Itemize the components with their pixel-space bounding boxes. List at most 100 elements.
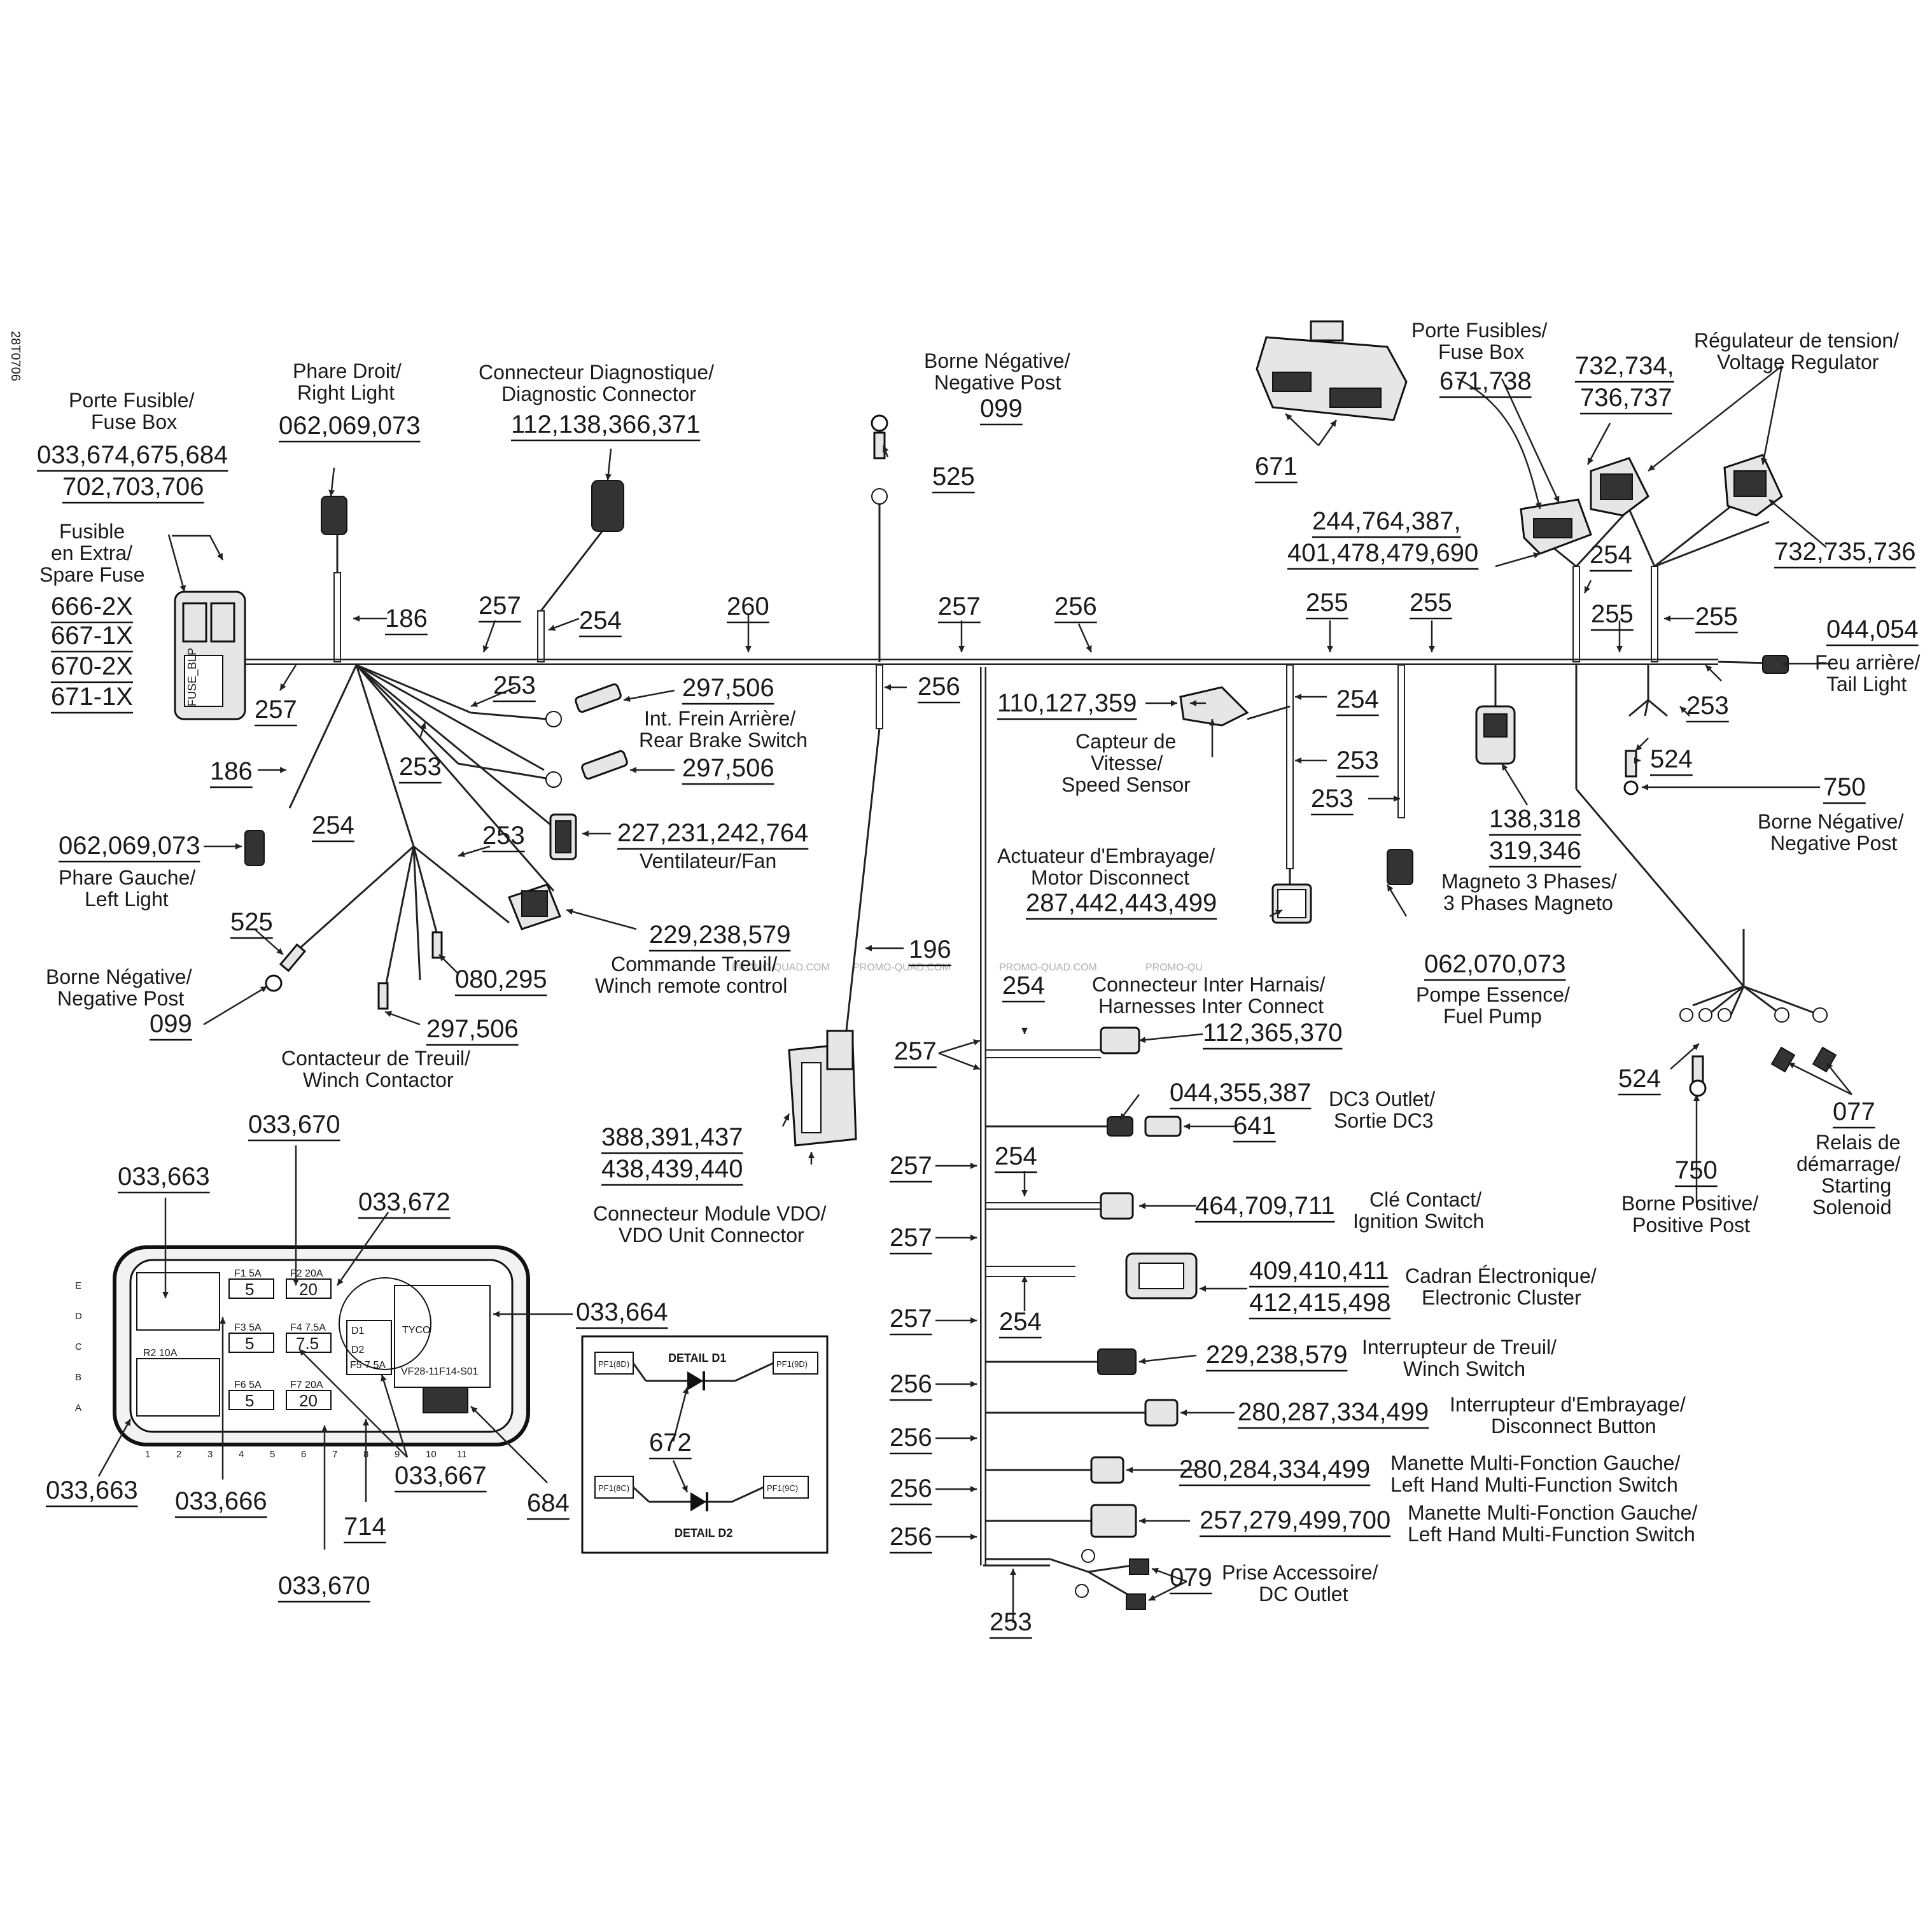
ref-number: 280,287,334,499 — [1238, 1398, 1429, 1426]
component-label: Borne Négative/ — [46, 965, 192, 988]
component-label: Negative Post — [57, 987, 184, 1010]
disconnect-button-connector — [1144, 1399, 1179, 1427]
ref-number: 524 — [1650, 745, 1693, 773]
ref-number: 702,703,706 — [62, 473, 204, 501]
fuse-col-number: 1 — [145, 1449, 150, 1460]
ref-number: 033,663 — [118, 1163, 210, 1191]
ref-number: 671 — [1255, 452, 1298, 480]
pf1-9c-label: PF1(9C) — [767, 1483, 798, 1493]
ref-number: 671,738 — [1439, 367, 1532, 395]
ref-number: 255 — [1306, 589, 1348, 617]
ref-number: 256 — [890, 1424, 932, 1452]
fuse-f6-value: 5 — [245, 1391, 254, 1410]
ref-number: 033,664 — [576, 1298, 668, 1326]
ref-number: 257 — [894, 1037, 937, 1065]
harness-interconnect-connector — [1100, 1026, 1140, 1054]
ref-number: 438,439,440 — [601, 1155, 743, 1183]
ref-number: 033,674,675,684 — [37, 441, 228, 469]
component-label: Positive Post — [1632, 1214, 1750, 1236]
ref-number: 080,295 — [455, 965, 547, 993]
mfs-connector-2 — [1090, 1504, 1137, 1538]
ref-number: 229,238,579 — [1206, 1341, 1347, 1369]
ref-number: 256 — [890, 1474, 932, 1502]
speed-sensor — [1179, 686, 1249, 727]
fuse-labels: F1 5A F2 20A F3 5A F4 7.5A F5 7.5A F6 5A… — [143, 1268, 479, 1410]
component-label: Phare Gauche/ — [59, 866, 195, 889]
component-label: Speed Sensor — [1061, 773, 1191, 796]
component-label: Interrupteur de Treuil/ — [1362, 1336, 1557, 1359]
ref-number: 255 — [1591, 600, 1634, 628]
ref-number: 409,410,411 — [1249, 1257, 1389, 1285]
fusebox-leader-lines — [97, 1145, 573, 1550]
ref-number: 244,764,387, — [1312, 507, 1461, 535]
ref-number: 253 — [1686, 692, 1729, 720]
fuse-f3-value: 5 — [245, 1334, 254, 1353]
ref-number: 257 — [479, 592, 521, 620]
ref-number: 257 — [890, 1305, 932, 1333]
ref-number: 257 — [255, 696, 297, 724]
ref-number: 684 — [527, 1489, 570, 1517]
ref-number: 297,506 — [426, 1015, 519, 1043]
positive-post — [1679, 1008, 1732, 1097]
fuse-f3-label: F3 5A — [234, 1322, 262, 1333]
component-label: Borne Positive/ — [1621, 1192, 1758, 1215]
component-label: Int. Frein Arrière/ — [644, 707, 795, 730]
component-label: démarrage/ — [1796, 1152, 1901, 1175]
ref-number: 253 — [1311, 785, 1354, 813]
ref-number: 186 — [210, 757, 253, 785]
pf1-9d-label: PF1(9D) — [776, 1359, 808, 1369]
ref-number: 110,127,359 — [997, 689, 1137, 717]
ref-number: 253 — [493, 671, 536, 699]
diagnostic-connector — [591, 480, 624, 532]
diode-d1-label: D1 — [351, 1326, 365, 1336]
component-label: Winch remote control — [595, 974, 787, 997]
part-number-label: VF28-11F14-S01 — [401, 1366, 479, 1377]
component-label: VDO Unit Connector — [619, 1224, 804, 1247]
winch-switch-connector — [1097, 1348, 1137, 1375]
component-label: Negative Post — [1770, 832, 1897, 855]
ref-number: 257 — [890, 1152, 932, 1180]
ref-number: 062,069,073 — [279, 412, 420, 440]
upper-branches — [333, 495, 1770, 662]
electronic-cluster-connector — [1125, 1252, 1198, 1299]
ref-number: 256 — [918, 673, 960, 701]
component-label: Disconnect Button — [1491, 1415, 1656, 1438]
fuse-f2-value: 20 — [299, 1280, 318, 1299]
ref-number: 079 — [1170, 1564, 1212, 1592]
fuse-f6-label: F6 5A — [234, 1380, 262, 1390]
ref-number: 033,670 — [248, 1110, 340, 1138]
fuse-col-number: 7 — [332, 1449, 337, 1460]
ref-number: 254 — [1002, 972, 1045, 1000]
watermark: PROMO-QUAD.COM PROMO-QUAD.COM PROMO-QUAD… — [732, 962, 1203, 973]
ref-number: 672 — [649, 1429, 692, 1457]
detail-d2-title: DETAIL D2 — [675, 1527, 732, 1539]
component-label: Commande Treuil/ — [611, 953, 778, 976]
component-label: Tail Light — [1826, 673, 1907, 696]
fuse-row-letter: D — [75, 1311, 82, 1322]
negative-post-left — [265, 943, 307, 992]
ref-number: 033,667 — [395, 1462, 487, 1490]
ref-number: 229,238,579 — [649, 921, 790, 949]
watermark-text-1: PROMO-QUAD.COM — [732, 962, 830, 973]
ref-number: 525 — [932, 463, 975, 491]
relay-r2-label: R2 10A — [143, 1348, 178, 1359]
component-label: Phare Droit/ — [293, 360, 402, 382]
ref-number: 044,054 — [1826, 615, 1919, 643]
ref-number: 256 — [890, 1370, 932, 1398]
component-label: Porte Fusibles/ — [1411, 319, 1548, 342]
fan-connector — [549, 813, 577, 860]
detail-d1-title: DETAIL D1 — [668, 1352, 726, 1364]
ref-number: 671-1X — [51, 683, 133, 711]
ref-number: 412,415,498 — [1249, 1289, 1390, 1317]
component-label: 3 Phases Magneto — [1443, 892, 1613, 914]
vdo-module-connector — [788, 1030, 857, 1147]
left-light-connector — [244, 830, 265, 866]
tyco-label: TYCO — [402, 1325, 430, 1336]
fuse-box-detail — [113, 1245, 530, 1446]
right-light-connector — [321, 496, 347, 535]
component-label: Manette Multi-Fonction Gauche/ — [1408, 1501, 1697, 1524]
ref-number: 524 — [1618, 1065, 1661, 1093]
ref-number: 257 — [938, 592, 981, 620]
watermark-text-2: PROMO-QUAD.COM — [853, 962, 951, 973]
